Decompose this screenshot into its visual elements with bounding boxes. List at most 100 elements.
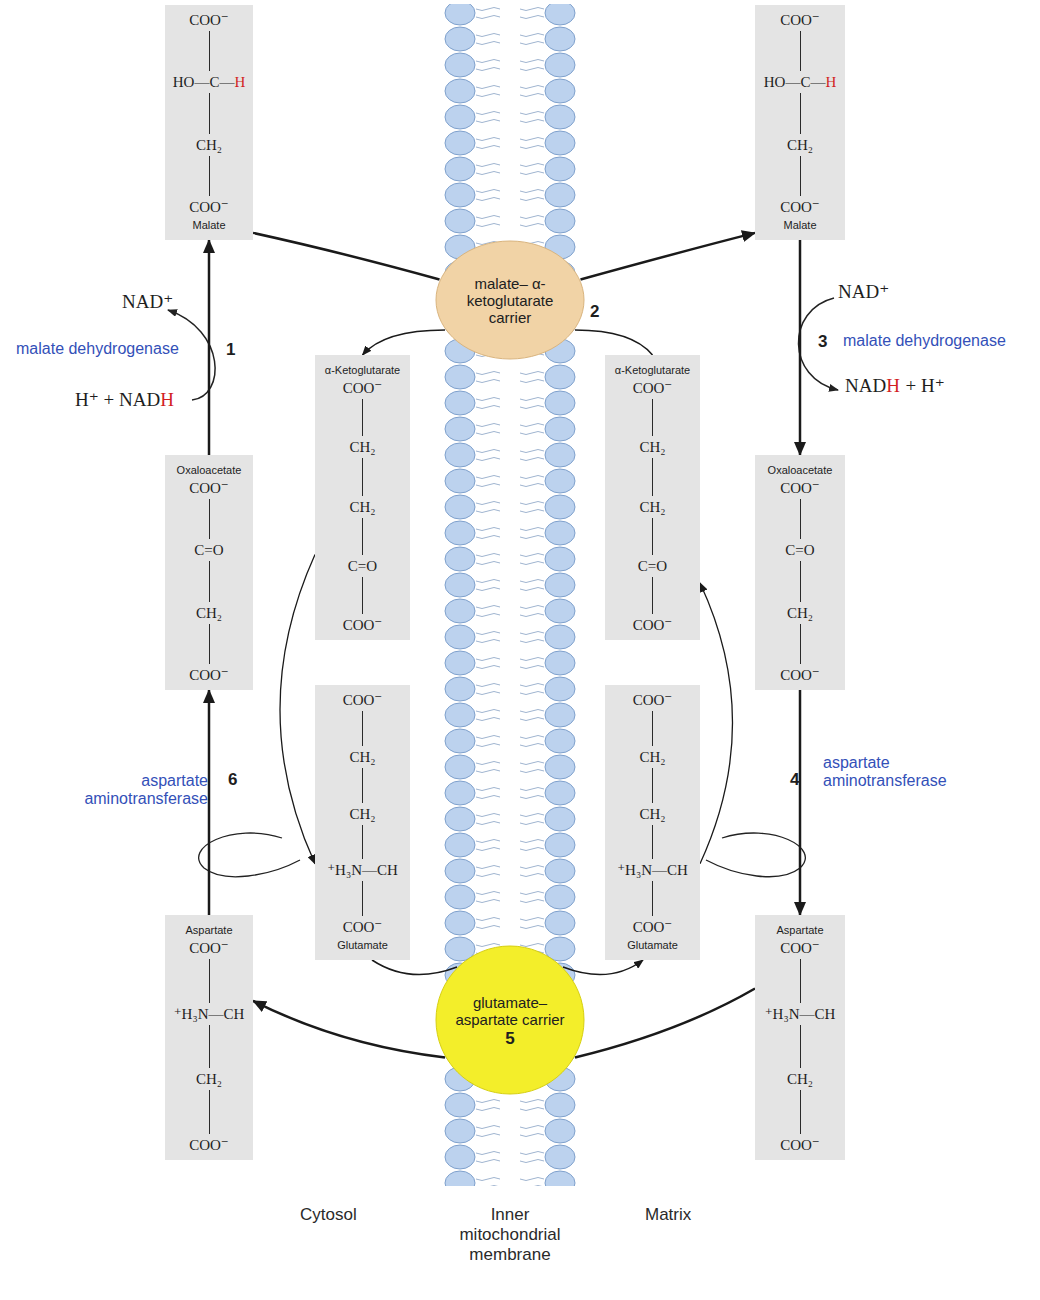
carrier-protein: glutamate– aspartate carrier5 xyxy=(435,945,585,1095)
molecule-name: Aspartate xyxy=(776,923,823,937)
formula-line: HO—C— xyxy=(173,73,235,91)
cofactor-label-group: NADH+ H⁺ xyxy=(845,374,945,397)
text-row: COO⁻ xyxy=(633,616,673,634)
callout-number: 6 xyxy=(228,770,237,790)
bond-line xyxy=(362,768,363,803)
text-row: α-Ketoglutarate xyxy=(325,363,400,377)
text-row: HO—C—H xyxy=(764,73,837,91)
bond-line xyxy=(209,31,210,71)
compartment-label-group: Cytosol xyxy=(300,1205,357,1225)
bond-line xyxy=(800,31,801,71)
molecule-box: COO⁻ HO—C—H CH₂ COO⁻ Malate xyxy=(755,5,845,240)
enzyme-name-group: malate dehydrogenase xyxy=(16,340,179,358)
molecule-name: Malate xyxy=(783,218,816,232)
formula-line: CH₂ xyxy=(349,498,375,516)
callout-number-group: 4 xyxy=(790,770,799,790)
text-row: COO⁻ xyxy=(189,1136,229,1154)
bond-line xyxy=(652,825,653,860)
text-row: CH₂ xyxy=(639,805,665,823)
text-row: Glutamate xyxy=(337,938,388,952)
formula-line: CH₂ xyxy=(639,805,665,823)
formula-line: ⁺H₃N—CH xyxy=(174,1005,245,1023)
text-row: COO⁻ xyxy=(633,691,673,709)
text-row: COO⁻ xyxy=(780,11,820,29)
formula-line: C=O xyxy=(785,541,814,559)
bond-line xyxy=(652,881,653,916)
formula-line: ⁺H₃N—CH xyxy=(765,1005,836,1023)
formula-line: COO⁻ xyxy=(189,479,229,497)
enzyme-name: malate dehydrogenase xyxy=(16,340,179,358)
cofactor-label: NAD xyxy=(845,375,886,397)
callout-number: 3 xyxy=(818,332,827,352)
formula-line: COO⁻ xyxy=(780,11,820,29)
bond-line xyxy=(362,458,363,495)
callout-number-group: 6 xyxy=(228,770,237,790)
formula-line: ⁺H₃N—CH xyxy=(327,861,398,879)
flow-arrow xyxy=(575,330,653,355)
text-row: CH₂ xyxy=(196,136,222,154)
formula-line: COO⁻ xyxy=(780,198,820,216)
formula-line: H xyxy=(825,73,836,91)
bond-line xyxy=(652,577,653,614)
molecule-name: Malate xyxy=(192,218,225,232)
callout-number-group: 2 xyxy=(590,302,599,322)
text-row: C=O xyxy=(785,541,814,559)
text-row: COO⁻ xyxy=(780,479,820,497)
bond-line xyxy=(209,561,210,601)
formula-line: COO⁻ xyxy=(633,616,673,634)
molecule-name: Aspartate xyxy=(185,923,232,937)
bond-line xyxy=(800,959,801,1003)
formula-line: COO⁻ xyxy=(189,1136,229,1154)
callout-number: 1 xyxy=(226,340,235,360)
bond-line xyxy=(362,518,363,555)
formula-line: H xyxy=(234,73,245,91)
text-row: CH₂ xyxy=(787,136,813,154)
molecule-box: AspartateCOO⁻⁺H₃N—CHCH₂COO⁻ xyxy=(755,915,845,1160)
cofactor-label-group: H⁺ + NADH xyxy=(75,388,174,411)
bond-line xyxy=(652,399,653,436)
text-row: COO⁻ xyxy=(343,379,383,397)
formula-line: COO⁻ xyxy=(633,379,673,397)
bond-line xyxy=(362,577,363,614)
formula-line: CH₂ xyxy=(349,748,375,766)
flow-arrow xyxy=(280,555,315,864)
molecule-name: α-Ketoglutarate xyxy=(615,363,690,377)
nad-reduction-arrow xyxy=(798,298,838,390)
text-row: Aspartate xyxy=(776,923,823,937)
formula-line: COO⁻ xyxy=(189,11,229,29)
text-row: Oxaloacetate xyxy=(177,463,242,477)
text-row: COO⁻ xyxy=(633,379,673,397)
flow-arrow xyxy=(253,233,440,280)
cofactor-label-group: NAD⁺ xyxy=(122,290,173,313)
molecule-box: COO⁻HO—C—HCH₂COO⁻Malate xyxy=(165,5,253,240)
bond-line xyxy=(209,624,210,664)
molecule-name: Oxaloacetate xyxy=(177,463,242,477)
bond-line xyxy=(800,93,801,133)
cofactor-label: NAD⁺ xyxy=(122,290,173,313)
text-row: CH₂ xyxy=(639,498,665,516)
bond-line xyxy=(800,499,801,539)
carrier-label: malate– α-ketoglutarate carrier xyxy=(446,275,574,326)
formula-line: COO⁻ xyxy=(343,379,383,397)
text-row: malate– α-ketoglutarate carrier xyxy=(446,275,574,326)
bond-line xyxy=(209,1025,210,1069)
bond-line xyxy=(362,881,363,916)
text-row: COO⁻ xyxy=(343,918,383,936)
formula-line: COO⁻ xyxy=(343,616,383,634)
membrane-label-group: Inner mitochondrial membrane xyxy=(445,1205,575,1265)
bond-line xyxy=(362,711,363,746)
compartment-label-group: Matrix xyxy=(645,1205,691,1225)
text-row: COO⁻ xyxy=(189,939,229,957)
molecule-box: AspartateCOO⁻⁺H₃N—CHCH₂COO⁻ xyxy=(165,915,253,1160)
bond-line xyxy=(362,399,363,436)
bond-line xyxy=(652,768,653,803)
flow-arrow xyxy=(700,583,733,864)
text-row: COO⁻ xyxy=(343,691,383,709)
bond-line xyxy=(209,1090,210,1134)
bond-line xyxy=(800,1025,801,1069)
bond-line xyxy=(800,624,801,664)
molecule-name: Oxaloacetate xyxy=(768,463,833,477)
callout-number: 4 xyxy=(790,770,799,790)
callout-number-group: 1 xyxy=(226,340,235,360)
text-row: HO—C—H xyxy=(173,73,246,91)
